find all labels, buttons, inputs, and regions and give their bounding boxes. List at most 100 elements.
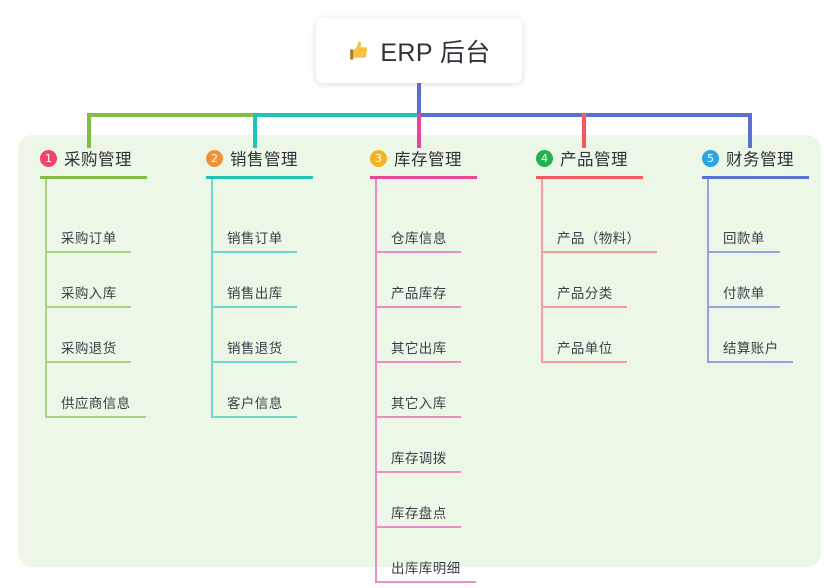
node-item-label: 采购入库 — [61, 286, 117, 301]
node-item[interactable]: 供应商信息 — [45, 363, 150, 418]
node-item-label: 其它入库 — [391, 396, 447, 411]
column-header-finance[interactable]: 5 财务管理 — [702, 146, 794, 170]
node-item-label: 结算账户 — [723, 341, 779, 356]
node-item-label: 销售出库 — [227, 286, 283, 301]
node-item-rule — [375, 581, 476, 583]
column-title-finance: 财务管理 — [726, 151, 794, 169]
column-header-product[interactable]: 4 产品管理 — [536, 146, 628, 170]
node-item-label: 产品库存 — [391, 286, 447, 301]
node-item-label: 产品单位 — [557, 341, 613, 356]
node-item-rule — [211, 416, 297, 418]
node-item[interactable]: 付款单 — [707, 253, 784, 308]
drop-purchasing — [87, 113, 91, 148]
node-item-rule — [375, 526, 461, 528]
node-item-rule — [541, 361, 627, 363]
column-header-rule-product — [536, 176, 643, 179]
node-item[interactable]: 库存调拨 — [375, 418, 465, 473]
node-item-rule — [707, 306, 780, 308]
node-item-label: 产品分类 — [557, 286, 613, 301]
column-title-purchasing: 采购管理 — [64, 151, 132, 169]
node-item-rule — [45, 251, 131, 253]
badge-number-icon: 4 — [536, 149, 553, 167]
node-item[interactable]: 销售订单 — [211, 198, 301, 253]
node-item-label: 库存调拨 — [391, 451, 447, 466]
node-item[interactable]: 产品（物料） — [541, 198, 661, 253]
column-spine-inventory — [375, 179, 377, 583]
content-panel — [18, 135, 821, 567]
node-item-label: 供应商信息 — [61, 396, 131, 411]
node-item-label: 付款单 — [723, 286, 765, 301]
node-item[interactable]: 采购退货 — [45, 308, 135, 363]
root-node-title-card[interactable]: ERP 后台 — [316, 18, 522, 83]
badge-number-icon: 2 — [206, 149, 223, 167]
badge-number-icon: 1 — [40, 149, 57, 167]
column-header-rule-finance — [702, 176, 809, 179]
node-item-label: 采购订单 — [61, 231, 117, 246]
node-item-rule — [707, 251, 780, 253]
node-item-rule — [211, 361, 297, 363]
node-item[interactable]: 其它出库 — [375, 308, 465, 363]
column-spine-finance — [707, 179, 709, 363]
node-item-rule — [45, 416, 146, 418]
node-item[interactable]: 回款单 — [707, 198, 784, 253]
node-item-rule — [211, 306, 297, 308]
node-item[interactable]: 销售退货 — [211, 308, 301, 363]
node-item-label: 仓库信息 — [391, 231, 447, 246]
column-title-inventory: 库存管理 — [394, 151, 462, 169]
root-stem — [417, 83, 421, 115]
node-item[interactable]: 客户信息 — [211, 363, 301, 418]
node-item-label: 销售订单 — [227, 231, 283, 246]
column-spine-sales — [211, 179, 213, 418]
node-item-label: 客户信息 — [227, 396, 283, 411]
bus-segment-green — [87, 113, 255, 117]
node-item-rule — [375, 361, 461, 363]
badge-number-icon: 5 — [702, 149, 719, 167]
node-item-rule — [375, 471, 461, 473]
node-item-rule — [45, 361, 131, 363]
drop-sales — [253, 113, 257, 148]
node-item-rule — [375, 306, 461, 308]
column-header-rule-purchasing — [40, 176, 147, 179]
node-item[interactable]: 产品库存 — [375, 253, 465, 308]
column-header-sales[interactable]: 2 销售管理 — [206, 146, 298, 170]
node-item[interactable]: 产品单位 — [541, 308, 631, 363]
node-item-rule — [375, 251, 461, 253]
column-title-product: 产品管理 — [560, 151, 628, 169]
badge-number-icon: 3 — [370, 149, 387, 167]
node-item-label: 库存盘点 — [391, 506, 447, 521]
node-item-label: 采购退货 — [61, 341, 117, 356]
node-item-label: 其它出库 — [391, 341, 447, 356]
node-item-label: 回款单 — [723, 231, 765, 246]
node-item[interactable]: 库存盘点 — [375, 473, 465, 528]
node-item-rule — [707, 361, 793, 363]
node-item[interactable]: 采购订单 — [45, 198, 135, 253]
node-item-label: 出库库明细 — [391, 561, 461, 576]
thumbs-up-icon — [347, 39, 371, 63]
page-title: ERP 后台 — [380, 38, 491, 67]
column-spine-product — [541, 179, 543, 363]
column-header-rule-sales — [206, 176, 313, 179]
node-item-rule — [211, 251, 297, 253]
column-title-sales: 销售管理 — [230, 151, 298, 169]
column-spine-purchasing — [45, 179, 47, 418]
column-header-rule-inventory — [370, 176, 477, 179]
node-item[interactable]: 结算账户 — [707, 308, 797, 363]
drop-finance — [748, 113, 752, 148]
drop-product — [582, 113, 586, 148]
node-item[interactable]: 出库库明细 — [375, 528, 480, 583]
node-item-rule — [541, 306, 627, 308]
drop-inventory — [417, 113, 421, 148]
column-header-purchasing[interactable]: 1 采购管理 — [40, 146, 132, 170]
node-item-label: 产品（物料） — [557, 231, 641, 246]
node-item[interactable]: 销售出库 — [211, 253, 301, 308]
node-item[interactable]: 产品分类 — [541, 253, 631, 308]
node-item[interactable]: 仓库信息 — [375, 198, 465, 253]
node-item[interactable]: 采购入库 — [45, 253, 135, 308]
node-item-label: 销售退货 — [227, 341, 283, 356]
bus-segment-teal — [253, 113, 419, 117]
node-item-rule — [541, 251, 657, 253]
node-item-rule — [375, 416, 461, 418]
node-item[interactable]: 其它入库 — [375, 363, 465, 418]
column-header-inventory[interactable]: 3 库存管理 — [370, 146, 462, 170]
